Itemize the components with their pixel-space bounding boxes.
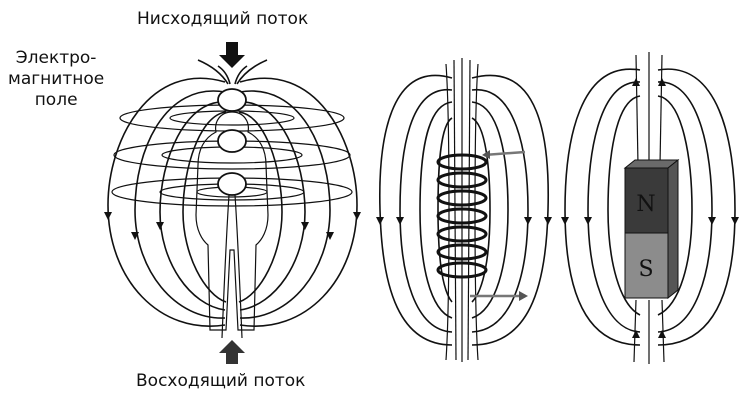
field-line (239, 101, 306, 311)
coil-turn (436, 261, 488, 279)
coil-turn (436, 153, 488, 171)
field-label-line-2: магнитное (8, 69, 105, 89)
field-line (419, 101, 453, 319)
field-line (471, 89, 529, 333)
coil-turn (436, 189, 488, 207)
coil-turn (436, 207, 488, 225)
field-line (236, 59, 268, 85)
field-label-line-3: поле (34, 90, 78, 110)
arrow-marker (104, 212, 112, 220)
field-line (378, 74, 453, 346)
coil-turn (436, 171, 488, 189)
field-line (182, 111, 227, 303)
energy-center (217, 172, 247, 196)
arrow-marker (301, 222, 309, 230)
field-line (217, 65, 231, 85)
magnet-field-panel: N S (561, 52, 739, 364)
field-line (239, 77, 358, 327)
field-line (657, 95, 693, 316)
field-line (635, 54, 639, 166)
field-line (159, 101, 226, 311)
arrow-marker (156, 222, 164, 230)
coil-turn (436, 243, 488, 261)
field-line (437, 117, 453, 303)
field-label-line-1: Электро- (15, 48, 97, 68)
central-channel (221, 194, 230, 339)
field-line (107, 77, 226, 327)
arrow-marker (658, 78, 666, 86)
field-line (657, 68, 736, 346)
wire-lead-top (483, 150, 526, 157)
arrow-marker (376, 217, 384, 225)
field-line (564, 68, 641, 346)
field-line (134, 90, 226, 319)
field-line (661, 299, 665, 363)
field-line (238, 111, 283, 303)
south-pole-label: S (638, 257, 653, 282)
arrow-marker (731, 217, 739, 225)
field-line (471, 74, 550, 346)
coil-turn (436, 225, 488, 243)
arrow-marker (632, 330, 640, 338)
arrow-marker (708, 217, 716, 225)
field-line (471, 117, 491, 303)
magnet-north-pole (624, 167, 669, 234)
arrow-marker (561, 217, 569, 225)
field-line (234, 65, 248, 85)
field-line (197, 59, 229, 85)
electromagnetic-field-label: Электро- магнитное поле (8, 48, 104, 111)
arrow-marker (396, 217, 404, 225)
energy-center (217, 88, 247, 112)
field-line (471, 101, 509, 319)
arrow-marker (632, 78, 640, 86)
up-arrow-icon (219, 340, 245, 364)
magnet-side-face (667, 158, 679, 300)
down-arrow-icon (219, 42, 245, 68)
arrow-marker (353, 212, 361, 220)
downward-flow-label: Нисходящий поток (137, 9, 309, 29)
upward-flow-label: Восходящий поток (136, 371, 306, 391)
field-line (659, 54, 663, 166)
central-channel (234, 194, 243, 339)
field-line (633, 299, 637, 363)
field-line (607, 95, 641, 316)
field-line (399, 89, 453, 333)
human-silhouette (195, 111, 269, 331)
arrow-marker (584, 217, 592, 225)
arrow-marker (524, 217, 532, 225)
field-line (657, 81, 713, 333)
arrow-marker (544, 217, 552, 225)
arrow-marker (326, 232, 334, 240)
wire-arrow-icon (482, 150, 490, 159)
wire-arrow-icon (519, 291, 528, 301)
arrow-marker (658, 330, 666, 338)
energy-center (217, 129, 247, 153)
human-field-panel (104, 42, 361, 364)
coil-field-panel (376, 58, 552, 362)
magnet-south-pole (624, 232, 669, 299)
north-pole-label: N (636, 192, 655, 217)
field-line (587, 81, 641, 333)
arrow-marker (131, 232, 139, 240)
field-line (239, 90, 331, 319)
